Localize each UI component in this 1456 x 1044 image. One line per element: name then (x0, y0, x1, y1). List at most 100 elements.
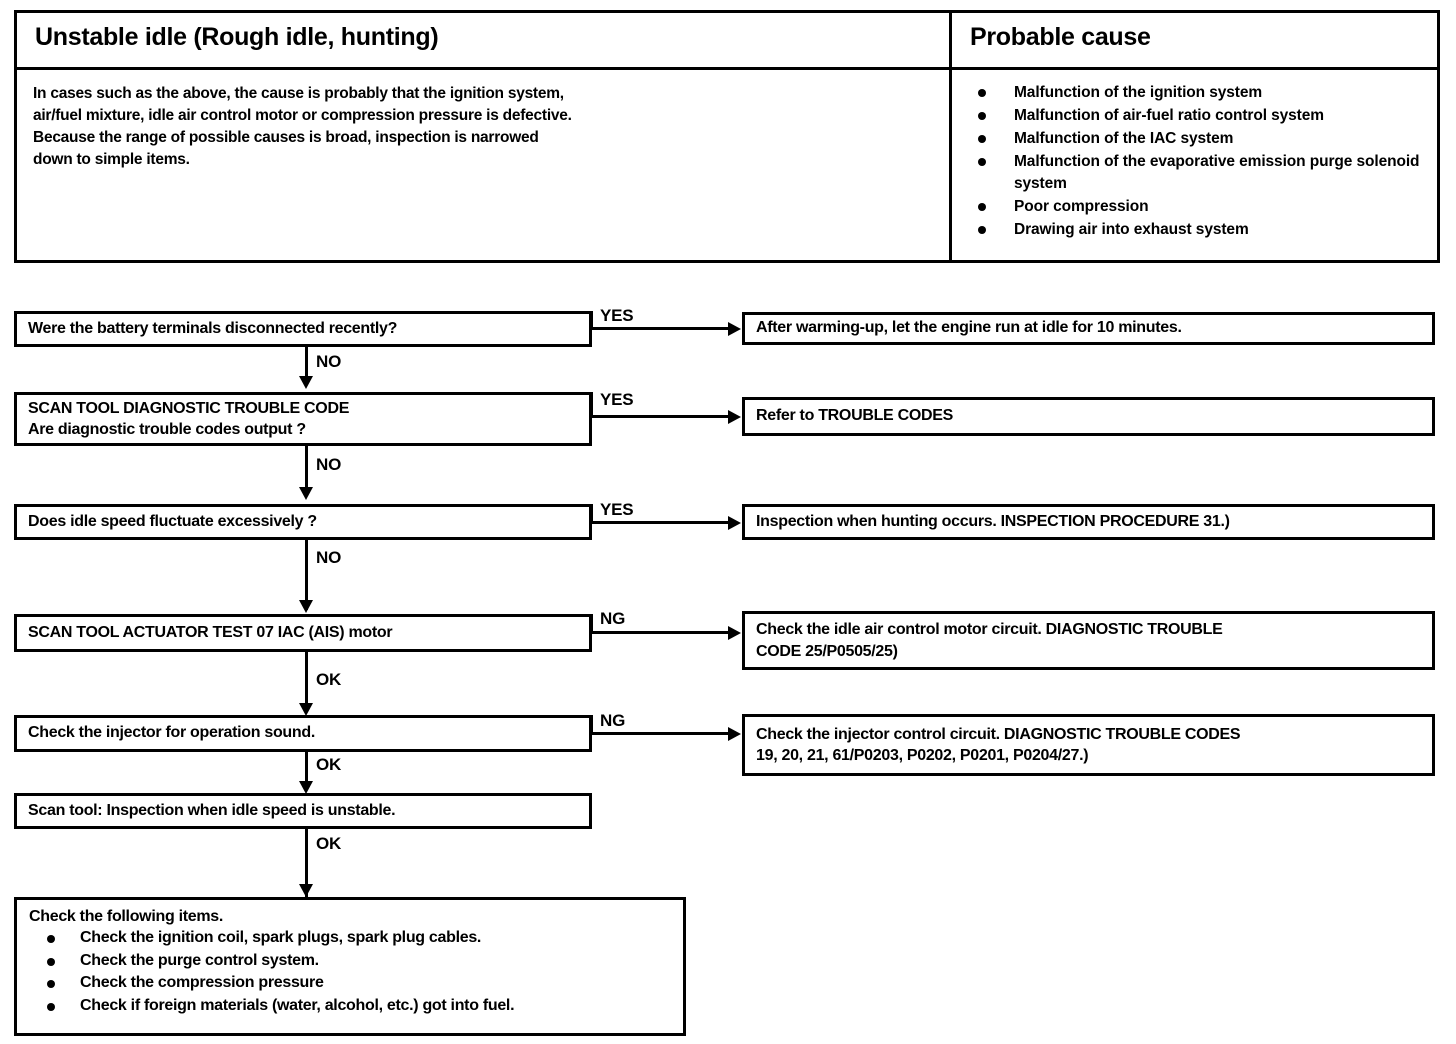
step-text: Check the injector for operation sound. (28, 724, 315, 742)
branch-stub-4 (590, 614, 593, 634)
edge-label-yes-2: YES (600, 390, 634, 409)
cause-text: Malfunction of the IAC system (1014, 130, 1234, 147)
flow-line-2 (305, 446, 308, 494)
result-warming-up-box: After warming-up, let the engine run at … (742, 312, 1435, 345)
edge-label-ng-5: NG (600, 711, 626, 730)
branch-stub-2 (590, 392, 593, 417)
bullet-icon (978, 112, 986, 120)
flow-arrow-5 (299, 781, 313, 794)
result-iac-circuit-box: Check the idle air control motor circuit… (742, 611, 1435, 670)
final-checklist-box: Check the following items. Check the ign… (14, 897, 686, 1036)
edge-label-ok-4: OK (316, 670, 342, 689)
result-text: Refer to TROUBLE CODES (756, 407, 953, 425)
list-item: Poor compression (978, 196, 1431, 218)
result-text-line2: CODE 25/P0505/25) (756, 642, 898, 660)
flow-arrow-3 (299, 600, 313, 613)
list-item: Malfunction of the IAC system (978, 128, 1431, 150)
bullet-icon (47, 935, 55, 943)
edge-label-no-2: NO (316, 455, 342, 474)
header-cell-probable-cause: Probable cause (952, 13, 1437, 67)
branch-line-2 (590, 415, 730, 418)
cause-text: Drawing air into exhaust system (1014, 221, 1249, 238)
edge-label-yes-1: YES (600, 306, 634, 325)
edge-label-ok-6: OK (316, 834, 342, 853)
cause-text: Malfunction of air-fuel ratio control sy… (1014, 107, 1324, 124)
branch-stub-3 (590, 504, 593, 524)
step-scan-tool-unstable-box: Scan tool: Inspection when idle speed is… (14, 793, 592, 829)
edge-label-ng-4: NG (600, 609, 626, 628)
result-text-line1: Check the injector control circuit. DIAG… (756, 725, 1241, 743)
bullet-icon (978, 158, 986, 166)
description-line: down to simple items. (33, 151, 190, 168)
bullet-icon (47, 980, 55, 989)
list-item: Check the purge control system. (47, 950, 677, 973)
step-text-line2: Are diagnostic trouble codes output ? (28, 421, 306, 438)
branch-line-4 (590, 631, 730, 634)
description-line: In cases such as the above, the cause is… (33, 85, 564, 102)
result-trouble-codes-box: Refer to TROUBLE CODES (742, 397, 1435, 436)
bullet-icon (978, 203, 986, 211)
edge-label-no-1: NO (316, 352, 342, 371)
symptom-cause-table: Unstable idle (Rough idle, hunting) Prob… (14, 10, 1440, 263)
result-text: Inspection when hunting occurs. INSPECTI… (756, 512, 1230, 530)
probable-cause-title: Probable cause (970, 23, 1151, 51)
final-checklist: Check the ignition coil, spark plugs, sp… (29, 927, 677, 1017)
list-item: Check the ignition coil, spark plugs, sp… (47, 927, 677, 950)
result-text: After warming-up, let the engine run at … (756, 319, 1182, 337)
symptom-description: In cases such as the above, the cause is… (17, 70, 949, 171)
list-item: Check the compression pressure (47, 972, 677, 995)
branch-stub-5 (590, 715, 593, 735)
table-body-row: In cases such as the above, the cause is… (17, 70, 1437, 260)
flow-line-6 (305, 829, 308, 897)
cause-text: Malfunction of the evaporative emission … (1014, 153, 1420, 192)
body-cell-description: In cases such as the above, the cause is… (17, 70, 952, 260)
edge-label-no-3: NO (316, 548, 342, 567)
list-item: Malfunction of the ignition system (978, 82, 1431, 104)
flow-arrow-2 (299, 487, 313, 500)
cause-text: Malfunction of the ignition system (1014, 84, 1263, 101)
flow-line-3 (305, 540, 308, 610)
checklist-text: Check the purge control system. (80, 951, 319, 969)
description-line: air/fuel mixture, idle air control motor… (33, 107, 572, 124)
step-text: Does idle speed fluctuate excessively ? (28, 512, 317, 530)
checklist-text: Check if foreign materials (water, alcoh… (80, 996, 515, 1014)
branch-arrow-3 (728, 516, 741, 530)
table-header-row: Unstable idle (Rough idle, hunting) Prob… (17, 13, 1437, 70)
result-text-line2: 19, 20, 21, 61/P0203, P0202, P0201, P020… (756, 747, 1089, 764)
step-actuator-test-box: SCAN TOOL ACTUATOR TEST 07 IAC (AIS) mot… (14, 614, 592, 652)
step-battery-terminals-box: Were the battery terminals disconnected … (14, 311, 592, 347)
step-text: Were the battery terminals disconnected … (28, 319, 398, 337)
branch-line-3 (590, 521, 730, 524)
body-cell-causes: Malfunction of the ignition system Malfu… (952, 70, 1437, 260)
header-cell-symptom: Unstable idle (Rough idle, hunting) (17, 13, 952, 67)
step-text: SCAN TOOL ACTUATOR TEST 07 IAC (AIS) mot… (28, 623, 393, 641)
bullet-icon (978, 226, 986, 234)
flow-line-5 (305, 752, 308, 790)
checklist-text: Check the ignition coil, spark plugs, sp… (80, 929, 482, 946)
step-injector-sound-box: Check the injector for operation sound. (14, 715, 592, 752)
step-scan-tool-dtc-box: SCAN TOOL DIAGNOSTIC TROUBLE CODE Are di… (14, 392, 592, 446)
step-text: Scan tool: Inspection when idle speed is… (28, 801, 396, 819)
flow-arrow-1 (299, 376, 313, 389)
edge-label-ok-5: OK (316, 755, 342, 774)
bullet-icon (978, 135, 986, 143)
flow-arrow-6 (299, 884, 313, 897)
symptom-title: Unstable idle (Rough idle, hunting) (35, 23, 439, 51)
branch-arrow-1 (728, 322, 741, 336)
branch-line-5 (590, 732, 730, 735)
flow-line-4 (305, 652, 308, 712)
step-idle-fluctuate-box: Does idle speed fluctuate excessively ? (14, 504, 592, 540)
edge-label-yes-3: YES (600, 500, 634, 519)
branch-arrow-4 (728, 626, 741, 640)
branch-arrow-2 (728, 410, 741, 424)
result-hunting-box: Inspection when hunting occurs. INSPECTI… (742, 504, 1435, 540)
branch-stub-1 (590, 311, 593, 329)
list-item: Malfunction of air-fuel ratio control sy… (978, 105, 1431, 127)
flow-arrow-4 (299, 703, 313, 716)
result-injector-circuit-box: Check the injector control circuit. DIAG… (742, 714, 1435, 776)
final-heading: Check the following items. (29, 908, 224, 925)
checklist-text: Check the compression pressure (80, 974, 324, 992)
bullet-icon (978, 89, 986, 97)
branch-arrow-5 (728, 727, 741, 741)
